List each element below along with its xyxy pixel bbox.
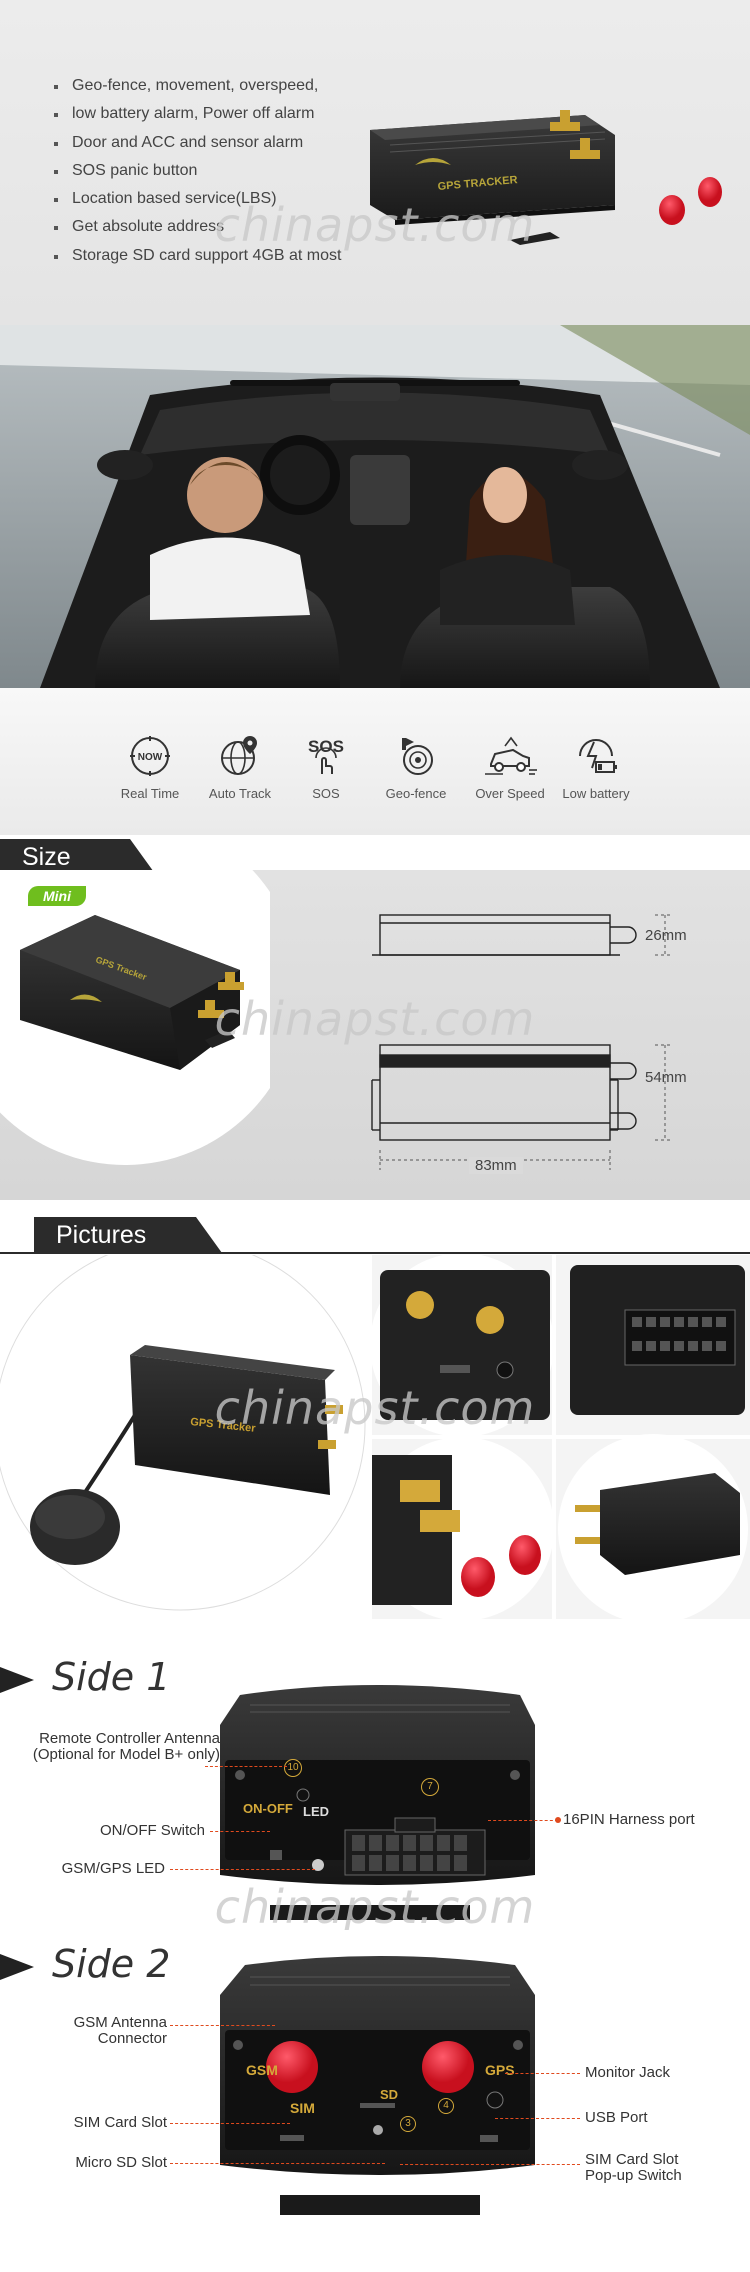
label-popup-text: SIM Card Slot bbox=[585, 2151, 679, 2168]
leader-line bbox=[170, 2123, 290, 2124]
feature-label: Auto Track bbox=[208, 786, 272, 801]
list-item: SOS panic button bbox=[52, 157, 341, 185]
icon-row: NOW Real Time Auto Track SOS SOS Geo-fen… bbox=[0, 688, 750, 835]
label-onoff-switch: ON/OFF Switch bbox=[99, 1822, 205, 1839]
side2-device-image bbox=[220, 1956, 535, 2215]
side2-title-text: Side 2 bbox=[52, 1942, 171, 1986]
label-sim-slot: SIM Card Slot bbox=[73, 2114, 167, 2131]
label-micro-sd-slot: Micro SD Slot bbox=[75, 2154, 167, 2171]
panel-num-7: 7 bbox=[421, 1778, 439, 1796]
panel-led-text: LED bbox=[303, 1804, 329, 1819]
label-popup-text-2: Pop-up Switch bbox=[585, 2167, 682, 2184]
panel-sd-text: SD bbox=[380, 2087, 399, 2102]
label-usb-port: USB Port bbox=[585, 2109, 648, 2126]
panel-num-10: 10 bbox=[284, 1759, 302, 1777]
low-battery-icon bbox=[579, 739, 617, 773]
panel-gps-text: GPS bbox=[485, 2062, 515, 2078]
leader-dot bbox=[555, 1817, 561, 1823]
pictures-title: Pictures bbox=[34, 1217, 222, 1253]
side1-device-image bbox=[220, 1685, 535, 1920]
size-section: Size GPS Tracker Mini bbox=[0, 835, 750, 1200]
car-speed-icon bbox=[485, 736, 537, 775]
leader-line bbox=[495, 2118, 580, 2119]
label-remote-text: Remote Controller Antenna bbox=[39, 1730, 220, 1747]
label-16pin-harness: 16PIN Harness port bbox=[563, 1811, 695, 1828]
globe-pin-icon bbox=[221, 736, 257, 775]
mini-badge: Mini bbox=[28, 886, 86, 906]
dimension-width: 54mm bbox=[645, 1069, 687, 1086]
size-title: Size bbox=[0, 839, 156, 875]
feature-real-time: NOW Real Time bbox=[110, 734, 190, 801]
geo-fence-icon bbox=[402, 738, 433, 775]
convertible-car-image bbox=[0, 325, 750, 688]
list-item: Geo-fence, movement, overspeed, bbox=[52, 72, 341, 100]
pictures-collage: GPS Tracker bbox=[0, 1255, 750, 1624]
label-remote-antenna: Remote Controller Antenna(Optional for M… bbox=[10, 1731, 220, 1763]
car-photo bbox=[0, 325, 750, 688]
side1-title: Side 1 bbox=[0, 1655, 170, 1699]
mini-badge-label: Mini bbox=[43, 888, 71, 904]
feature-label: Real Time bbox=[120, 786, 180, 801]
feature-auto-track: Auto Track bbox=[200, 734, 280, 801]
panel-onoff-text: ON-OFF bbox=[243, 1801, 293, 1816]
label-gsm-text-2: Connector bbox=[97, 2030, 167, 2047]
list-item: Get absolute address bbox=[52, 213, 341, 241]
svg-text:NOW: NOW bbox=[138, 752, 163, 763]
feature-geo-fence: Geo-fence bbox=[376, 734, 456, 801]
label-gsm-gps-led: GSM/GPS LED bbox=[61, 1860, 165, 1877]
side1-title-text: Side 1 bbox=[52, 1655, 171, 1699]
feature-list: Geo-fence, movement, overspeed, low batt… bbox=[52, 72, 341, 270]
feature-section: Geo-fence, movement, overspeed, low batt… bbox=[0, 0, 750, 325]
dimension-height: 26mm bbox=[645, 927, 687, 944]
feature-label: Low battery bbox=[562, 786, 630, 801]
leader-line bbox=[505, 2073, 580, 2074]
feature-label: Geo-fence bbox=[385, 786, 447, 801]
dimension-length: 83mm bbox=[469, 1157, 523, 1174]
side1-section: Side 1 ON-OFF LED 10 7 Remote Controller… bbox=[0, 1630, 750, 1930]
leader-line bbox=[170, 2163, 385, 2164]
feature-label: SOS bbox=[312, 786, 340, 801]
dimension-drawing bbox=[371, 914, 670, 1170]
pictures-rule bbox=[0, 1252, 750, 1254]
leader-line bbox=[210, 1831, 270, 1832]
panel-sim-text: SIM bbox=[290, 2100, 315, 2116]
feature-low-battery: Low battery bbox=[556, 734, 636, 801]
list-item: Door and ACC and sensor alarm bbox=[52, 129, 341, 157]
leader-line bbox=[400, 2164, 580, 2165]
side2-title: Side 2 bbox=[0, 1942, 170, 1986]
pictures-section: Pictures GPS Tracker chinapst.com bbox=[0, 1200, 750, 1630]
list-item: Location based service(LBS) bbox=[52, 185, 341, 213]
leader-line bbox=[488, 1820, 558, 1821]
label-monitor-jack: Monitor Jack bbox=[585, 2064, 671, 2081]
panel-num-4: 4 bbox=[438, 2098, 454, 2114]
leader-line bbox=[170, 1869, 315, 1870]
gps-tracker-device-image: GPS TRACKER bbox=[370, 110, 722, 245]
label-remote-note: (Optional for Model B+ only) bbox=[32, 1746, 220, 1763]
sos-icon: SOS bbox=[308, 737, 344, 774]
label-gsm-text: GSM Antenna bbox=[73, 2014, 167, 2031]
leader-line bbox=[170, 2025, 275, 2026]
panel-gsm-text: GSM bbox=[246, 2062, 278, 2078]
now-icon: NOW bbox=[130, 736, 170, 776]
svg-text:SOS: SOS bbox=[308, 737, 344, 756]
leader-line bbox=[205, 1766, 287, 1767]
list-item: low battery alarm, Power off alarm bbox=[52, 100, 341, 128]
feature-sos: SOS SOS bbox=[286, 734, 366, 801]
feature-label: Over Speed bbox=[475, 786, 545, 801]
panel-num-3: 3 bbox=[400, 2116, 416, 2132]
list-item: Storage SD card support 4GB at most bbox=[52, 242, 341, 270]
device-photo-mini: GPS Tracker bbox=[0, 870, 270, 1165]
feature-over-speed: Over Speed bbox=[470, 734, 550, 801]
